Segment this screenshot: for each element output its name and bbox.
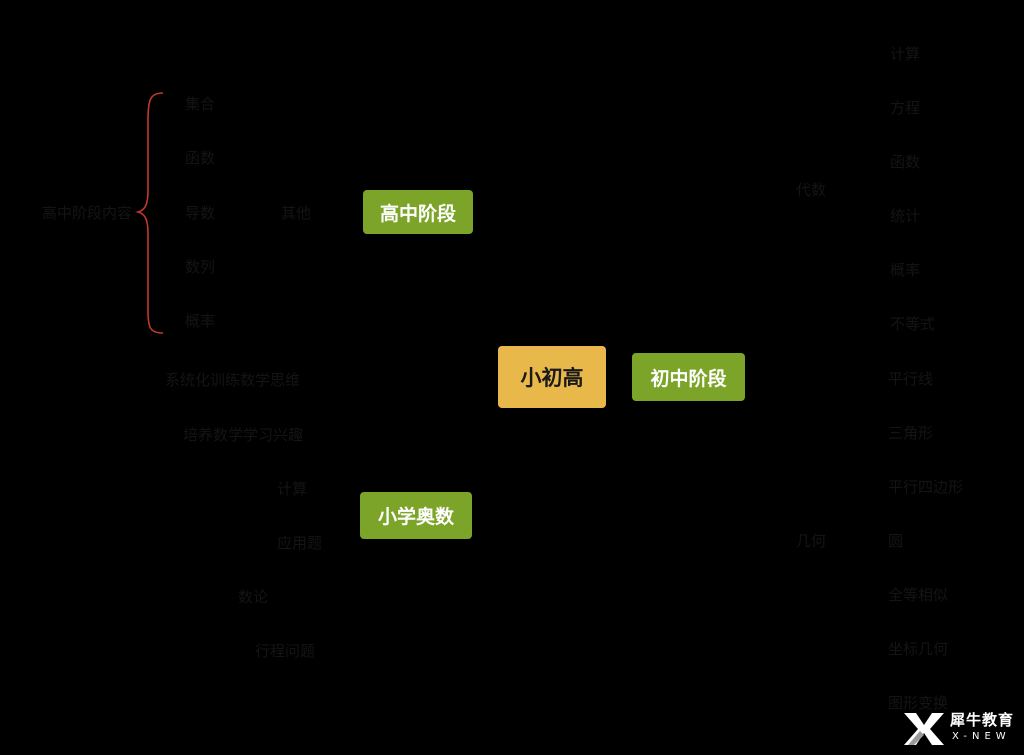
center-node: 小初高 [498, 346, 606, 408]
junior-item: 不等式 [890, 315, 936, 333]
junior-geometry-label: 几何 [796, 532, 827, 550]
junior-item: 平行线 [888, 370, 934, 388]
junior-item: 平行四边形 [888, 478, 964, 496]
junior-item: 概率 [890, 261, 921, 279]
junior-item: 坐标几何 [888, 640, 949, 658]
high-school-node: 高中阶段 [363, 190, 473, 234]
junior-item: 方程 [890, 99, 921, 117]
high-school-item: 导数 [185, 204, 216, 222]
primary-item: 计算 [277, 480, 308, 498]
primary-item: 系统化训练数学思维 [165, 371, 301, 389]
junior-item: 三角形 [888, 424, 934, 442]
junior-item: 计算 [890, 45, 921, 63]
brand-name: 犀牛教育 [950, 711, 1015, 729]
junior-item: 图形变换 [888, 694, 949, 712]
primary-node: 小学奥数 [360, 492, 472, 539]
high-school-item: 函数 [185, 149, 216, 167]
high-school-item: 集合 [185, 95, 216, 113]
high-school-item: 数列 [185, 258, 216, 276]
x-logo-icon [904, 713, 944, 745]
junior-item: 函数 [890, 153, 921, 171]
primary-item: 行程问题 [255, 642, 316, 660]
junior-high-node: 初中阶段 [632, 353, 745, 401]
junior-item: 圆 [888, 532, 904, 550]
high-school-group-label: 高中阶段内容 [42, 204, 133, 222]
junior-item: 全等相似 [888, 586, 949, 604]
primary-item: 应用题 [277, 534, 323, 552]
brand-subtitle: X-NEW [952, 731, 1011, 742]
primary-item: 培养数学学习兴趣 [183, 426, 304, 444]
junior-item: 统计 [890, 207, 921, 225]
brand-logo: 犀牛教育 X-NEW [902, 707, 1018, 751]
junior-algebra-label: 代数 [796, 181, 827, 199]
primary-item: 数论 [238, 588, 269, 606]
high-school-other: 其他 [281, 204, 312, 222]
high-school-item: 概率 [185, 312, 216, 330]
